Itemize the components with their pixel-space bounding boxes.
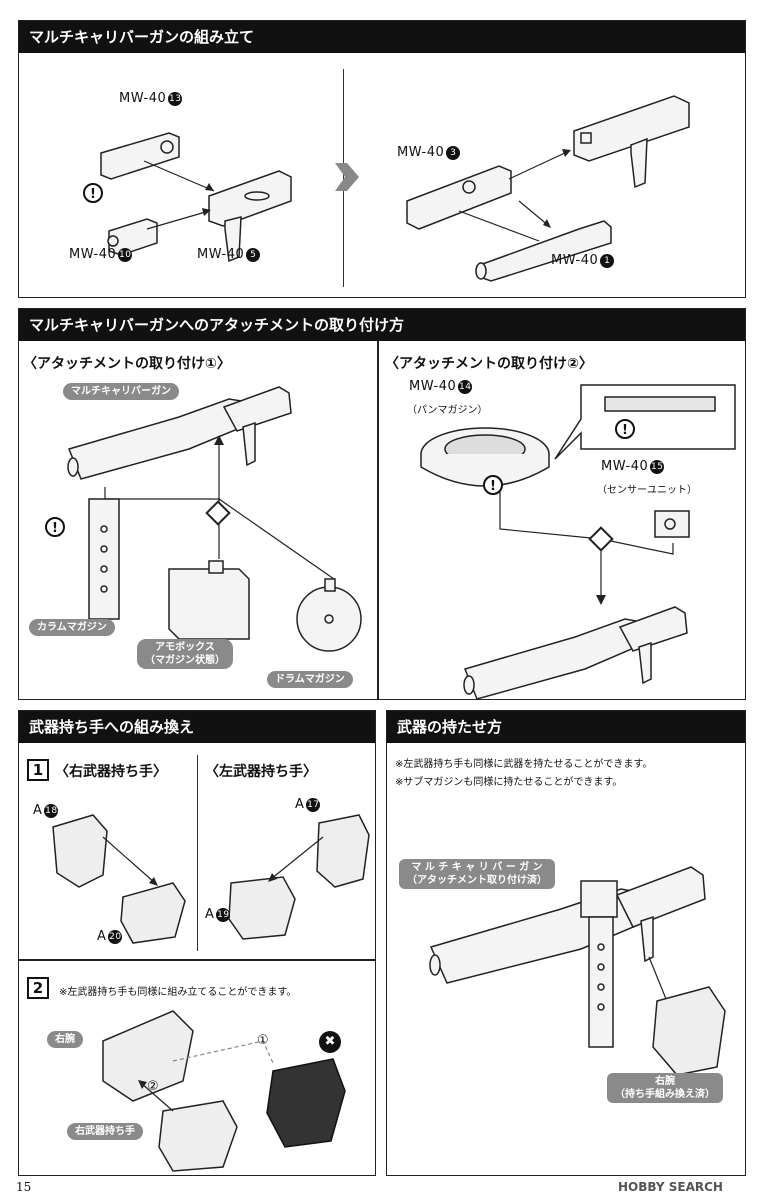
next-arrow-icon (335, 163, 359, 191)
pan-magazine (420, 427, 550, 487)
attach-1-illustration (67, 386, 362, 652)
watermark: HOBBY SEARCH (618, 1180, 723, 1194)
step-2-arrow-1: ① (257, 1033, 269, 1048)
drum-magazine-label: ドラムマガジン (267, 671, 353, 688)
hand-part-18 (52, 814, 108, 888)
gun-body (67, 386, 292, 480)
holding-note-1: ※左武器持ち手も同様に武器を持たせることができます。 (395, 759, 653, 770)
hand-holding (652, 986, 726, 1076)
step-separator (19, 959, 375, 961)
step-1-divider (197, 755, 198, 951)
attach-2-subtitle: 〈アタッチメントの取り付け②〉 (385, 356, 593, 372)
attach-1-subtitle: 〈アタッチメントの取り付け①〉 (23, 356, 231, 372)
step-2-badge: 2 (27, 977, 49, 999)
part-13-plate (100, 132, 180, 180)
right-assembly-illustration (406, 95, 690, 282)
right-arm-label: 右腕 (47, 1031, 83, 1048)
attach-2-illustration (420, 384, 736, 700)
callout-bubble (554, 384, 736, 460)
caution-icon: ! (45, 517, 65, 537)
hand-part-17 (316, 814, 370, 888)
step-2-note: ※左武器持ち手も同様に組み立てることができます。 (59, 987, 297, 998)
right-arm-swapped-label: 右腕 （持ち手組み換え済） (607, 1073, 723, 1103)
ng-icon: ✖ (319, 1031, 341, 1053)
part-5-receiver (208, 170, 292, 263)
gun-label: マルチキャリバーガン (63, 383, 179, 400)
sensor-unit-label: （センサーユニット） (597, 485, 697, 496)
right-arm-part (102, 1010, 194, 1102)
left-assembly-illustration (100, 132, 292, 263)
column-magazine (88, 498, 120, 620)
ammo-box-label: アモボックス （マガジン状態） (137, 639, 233, 669)
column-magazine-label: カラムマガジン (29, 619, 115, 636)
step-2-arrow-2: ② (147, 1079, 159, 1094)
wrong-part (266, 1058, 346, 1148)
part-3-frame (406, 165, 512, 230)
caution-icon: ! (483, 475, 503, 495)
pan-magazine-label: （パンマガジン） (407, 405, 488, 416)
section-holding-title: 武器の持たせ方 (387, 711, 745, 743)
part-1-barrel (475, 220, 612, 282)
caution-icon: ! (615, 419, 635, 439)
section-attachments-title: マルチキャリバーガンへのアタッチメントの取り付け方 (19, 309, 745, 341)
hand-part-20 (120, 882, 186, 944)
gun-attached-label: マ ル チ キ ャ リ バ ー ガ ン （アタッチメント取り付け済） (399, 859, 555, 889)
left-hand-title: 〈左武器持ち手〉 (205, 764, 317, 780)
part-10-barrel-block (107, 218, 158, 256)
assembled-receiver (573, 95, 690, 189)
ammo-box (168, 560, 250, 640)
section-divider (377, 341, 379, 699)
section-attachments: マルチキャリバーガンへのアタッチメントの取り付け方 〈アタッチメントの取り付け①… (18, 308, 746, 700)
step-2-illustration (102, 1010, 346, 1172)
right-hand-title: 〈右武器持ち手〉 (55, 764, 167, 780)
section-divider (343, 69, 344, 287)
right-weapon-hand-label: 右武器持ち手 (67, 1123, 143, 1140)
gun-with-magazine (429, 866, 706, 1048)
section-assembly-title: マルチキャリバーガンの組み立て (19, 21, 745, 53)
step-1-illustration (52, 814, 370, 944)
sensor-unit (654, 510, 690, 538)
page-number: 15 (16, 1180, 32, 1194)
hand-part-19 (228, 876, 296, 940)
gun-body-2 (463, 606, 688, 700)
step-1-badge: 1 (27, 759, 49, 781)
caution-icon: ! (83, 183, 103, 203)
section-hand-swap-title: 武器持ち手への組み換え (19, 711, 375, 743)
drum-magazine (296, 578, 362, 652)
section-holding: 武器の持たせ方 ※左武器持ち手も同様に武器を持たせることができます。 ※サブマガ… (386, 710, 746, 1176)
weapon-hand-part (158, 1100, 238, 1172)
holding-note-2: ※サブマガジンも同様に持たせることができます。 (395, 777, 623, 788)
holding-illustration (429, 866, 726, 1076)
